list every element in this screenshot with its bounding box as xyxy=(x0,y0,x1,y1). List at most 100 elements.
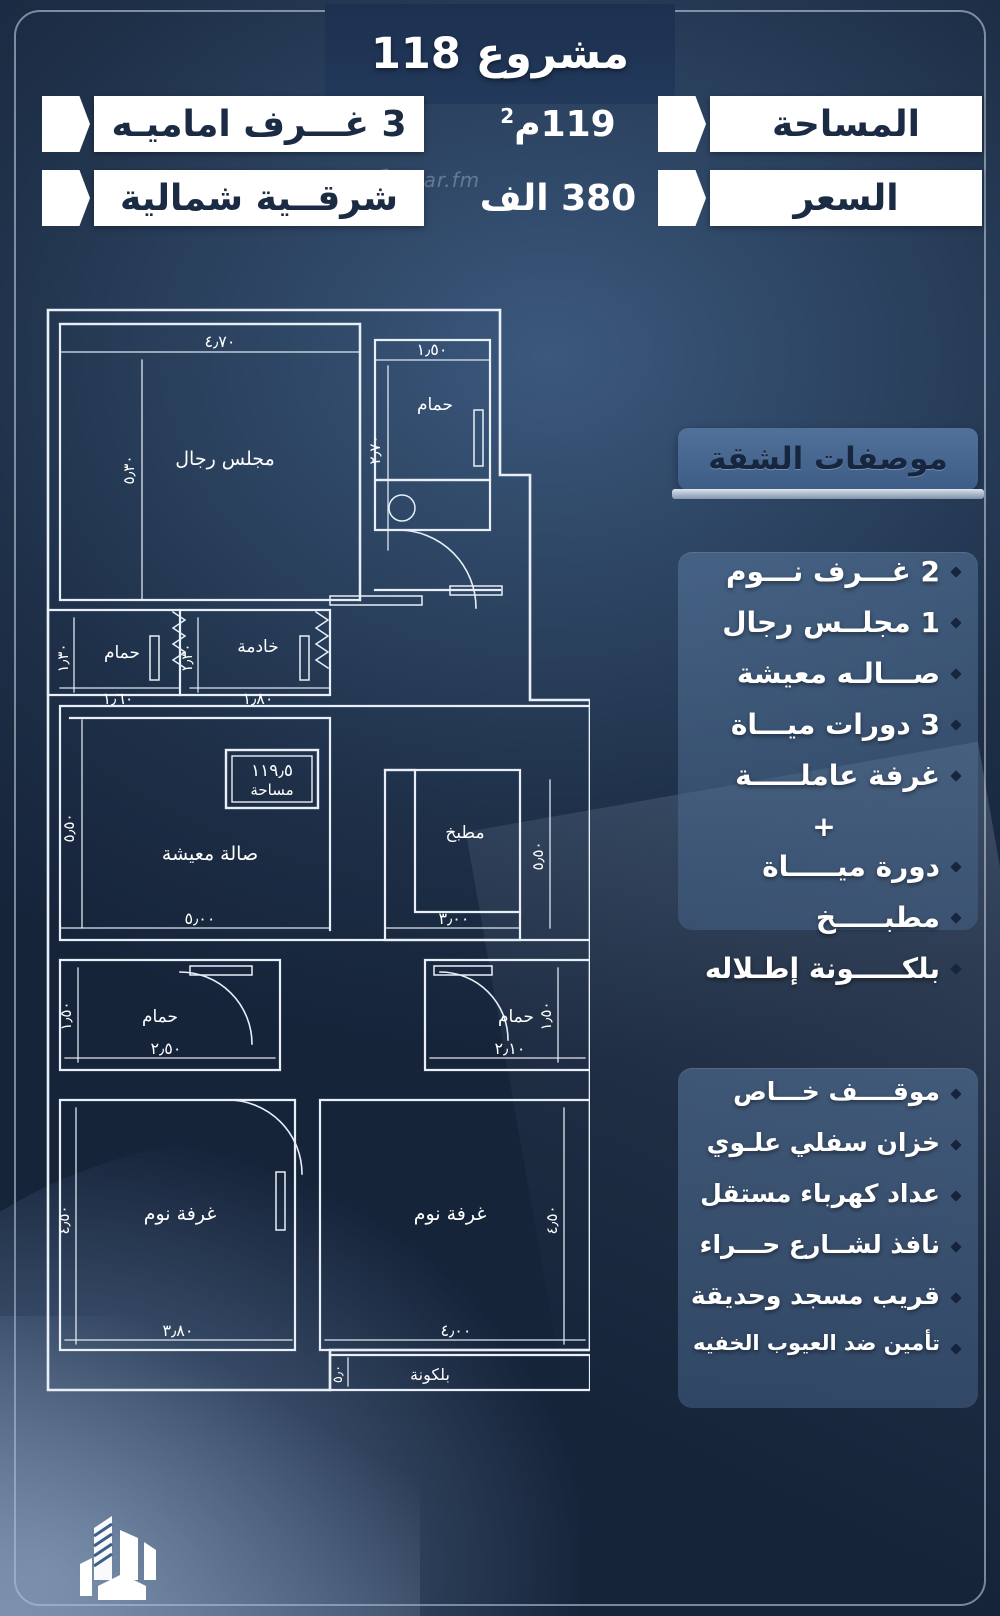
dim-bathleft-h: ١٫٥٠ xyxy=(57,1001,75,1030)
banner-direction-plate: شرقــية شمالية xyxy=(94,170,424,226)
dim-maid-h: ١٫٣٠ xyxy=(178,643,196,672)
spec-primary-label: بلكـــــونة إطـلاله xyxy=(704,951,940,985)
spec-secondary-label: عداد كهرباء مستقل xyxy=(700,1179,940,1208)
spec-panel-title: موصفات الشقة xyxy=(708,441,948,477)
arrow-icon-rooms xyxy=(42,96,90,152)
company-logo xyxy=(64,1506,168,1602)
room-label-bath-right: حمام xyxy=(498,1007,534,1027)
spec-secondary-item: عداد كهرباء مستقل xyxy=(678,1176,978,1227)
dim-majlis-h: ٥٫٣٠ xyxy=(120,455,138,484)
bullet-icon xyxy=(950,1190,962,1202)
banner-price-plate: السعر xyxy=(710,170,982,226)
dim-bedright-w: ٤٫٠٠ xyxy=(441,1321,472,1340)
bullet-icon xyxy=(950,1088,962,1100)
bullet-icon xyxy=(950,566,962,578)
spec-primary-label: 1 مجلــس رجال xyxy=(722,606,940,639)
spec-primary-item: مطبـــــخ xyxy=(678,898,978,949)
spec-secondary-label: نافذ لشــارع حـــراء xyxy=(699,1230,940,1259)
spec-list-secondary: موقــــف خـــاص خزان سفلي علـوي عداد كهربا… xyxy=(678,1074,978,1380)
spec-secondary-label: موقــــف خـــاص xyxy=(733,1077,940,1106)
room-label-balcony: بلكونة xyxy=(410,1365,450,1385)
bullet-icon xyxy=(950,1139,962,1151)
area-badge: ١١٩٫٥ مساحة xyxy=(224,748,320,810)
spec-primary-plus: + xyxy=(812,810,836,843)
banner-area-value: 119م2 xyxy=(500,103,616,145)
spec-primary-item: 3 دورات ميـــاة xyxy=(678,705,978,756)
banner-rooms: 3 غـــرف اماميـه xyxy=(42,96,424,152)
dim-living-w: ٥٫٠٠ xyxy=(185,909,216,928)
dim-bathright-w: ٢٫١٠ xyxy=(495,1039,526,1058)
dim-maid-w: ١٫٨٠ xyxy=(243,689,274,708)
dim-bedleft-h: ٤٫٥٠ xyxy=(55,1205,73,1234)
spec-primary-item: 1 مجلــس رجال xyxy=(678,603,978,654)
banner-direction: شرقــية شمالية xyxy=(42,170,424,226)
spec-primary-label: دورة ميـــــاة xyxy=(762,849,940,883)
room-label-bath-maid: حمام xyxy=(104,643,140,663)
bullet-icon xyxy=(950,770,962,782)
spec-panel-primary-bg xyxy=(678,552,978,930)
bullet-icon xyxy=(950,617,962,629)
spec-list-primary: 2 غـــرف نـــوم 1 مجلــس رجال صـــالـه معي… xyxy=(678,552,978,1000)
spec-secondary-item: خزان سفلي علـوي xyxy=(678,1125,978,1176)
arrow-icon-area xyxy=(658,96,706,152)
spec-primary-label: صـــالـه معيشة xyxy=(736,657,940,690)
banner-rooms-label: 3 غـــرف اماميـه xyxy=(111,103,407,145)
dim-kitchen-h: ٥٫٥٠ xyxy=(529,841,547,870)
room-label-bath-left: حمام xyxy=(142,1007,178,1027)
spec-primary-item: 2 غـــرف نـــوم xyxy=(678,552,978,603)
bullet-icon xyxy=(950,912,962,924)
project-title: مشروع 118 xyxy=(371,29,629,79)
room-label-bed-left: غرفة نوم xyxy=(144,1203,217,1225)
bullet-icon xyxy=(950,668,962,680)
spec-primary-label: 3 دورات ميـــاة xyxy=(730,708,940,741)
spec-secondary-label: تأمين ضد العيوب الخفيه xyxy=(692,1331,940,1355)
dim-bathmaid-w: ١٫٦٠ xyxy=(103,689,134,708)
banner-area-value-wrap: 119م2 xyxy=(458,96,658,152)
spec-secondary-item: نافذ لشــارع حـــراء xyxy=(678,1227,978,1278)
arrow-icon-price xyxy=(658,170,706,226)
floorplan: مجلس رجال حمام حمام خادمة صالة معيشة مطب… xyxy=(30,300,590,1410)
spec-primary-item: + xyxy=(678,807,978,847)
room-label-maid: خادمة xyxy=(237,637,278,657)
spec-primary-item: غرفة عاملـــــة xyxy=(678,756,978,807)
spec-secondary-label: خزان سفلي علـوي xyxy=(706,1128,940,1157)
dim-bedleft-w: ٣٫٨٠ xyxy=(163,1321,194,1340)
bullet-icon xyxy=(950,1292,962,1304)
spec-secondary-item: موقــــف خـــاص xyxy=(678,1074,978,1125)
room-label-kitchen: مطبخ xyxy=(445,823,484,843)
dim-bathtop-w: ١٫٥٠ xyxy=(417,340,448,359)
project-title-tab: مشروع 118 xyxy=(325,4,675,104)
banner-area: المساحة 119م2 xyxy=(458,96,982,152)
dim-kitchen-w: ٣٫٠٠ xyxy=(439,909,470,928)
spec-panel-header: موصفات الشقة xyxy=(672,428,984,499)
bullet-icon xyxy=(950,861,962,873)
room-label-bath-top: حمام xyxy=(417,395,453,415)
dim-balcony-h: ٥٫٠ xyxy=(331,1365,346,1383)
banner-rooms-plate: 3 غـــرف اماميـه xyxy=(94,96,424,152)
arrow-icon-direction xyxy=(42,170,90,226)
spec-secondary-label: قريب مسجد وحديقة xyxy=(690,1281,940,1310)
banner-direction-label: شرقــية شمالية xyxy=(119,177,399,219)
spec-panel-secondary-bg xyxy=(678,1068,978,1408)
spec-secondary-item: قريب مسجد وحديقة xyxy=(678,1278,978,1329)
bullet-icon xyxy=(950,1343,962,1355)
dim-bathleft-w: ٢٫٥٠ xyxy=(151,1039,182,1058)
banner-area-plate: المساحة xyxy=(710,96,982,152)
banner-price-value: 380 الف xyxy=(479,177,637,219)
room-label-majlis: مجلس رجال xyxy=(175,448,275,470)
room-label-living: صالة معيشة xyxy=(162,843,258,865)
bullet-icon xyxy=(950,719,962,731)
bullet-icon xyxy=(950,963,962,975)
banner-price: السعر 380 الف xyxy=(458,170,982,226)
dim-bedright-h: ٤٫٥٠ xyxy=(543,1205,561,1234)
spec-primary-label: 2 غـــرف نـــوم xyxy=(725,555,940,588)
dim-majlis-w: ٤٫٧٠ xyxy=(205,332,236,351)
dim-bathmaid-h: ١٫٣٠ xyxy=(54,643,72,672)
area-badge-label: مساحة xyxy=(250,781,293,799)
spec-primary-label: مطبـــــخ xyxy=(815,900,940,934)
bullet-icon xyxy=(950,1241,962,1253)
banner-area-label: المساحة xyxy=(772,103,920,145)
area-badge-value: ١١٩٫٥ xyxy=(251,761,293,781)
spec-primary-item: بلكـــــونة إطـلاله xyxy=(678,949,978,1000)
